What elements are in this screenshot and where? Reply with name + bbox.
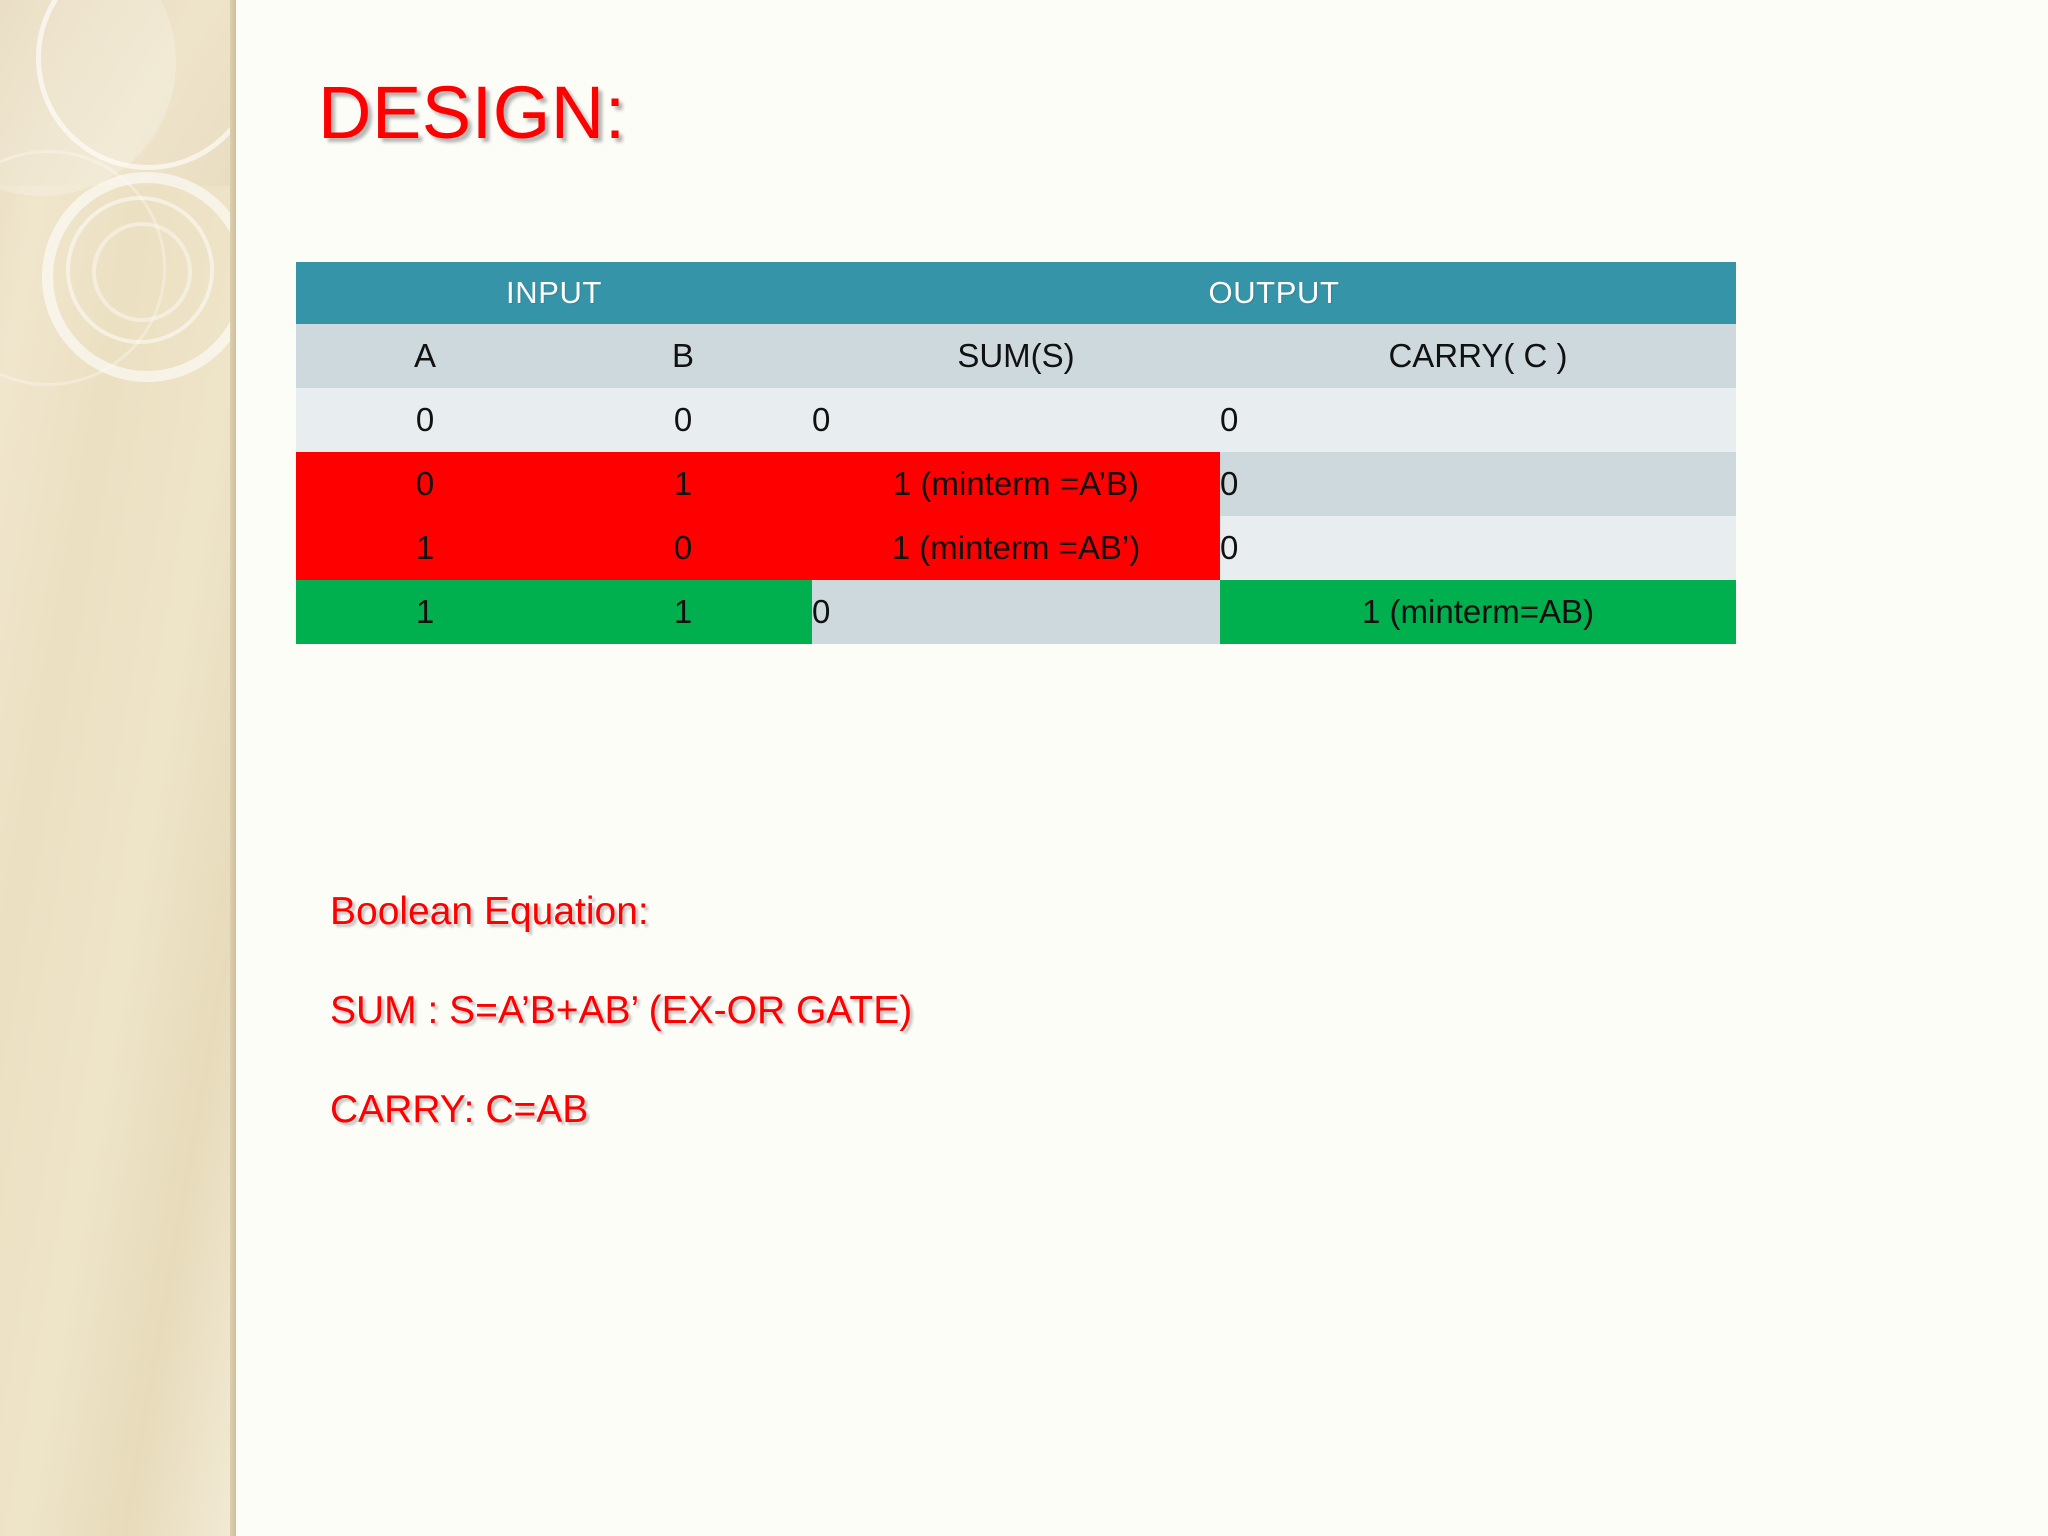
cell-a: 1 xyxy=(296,580,554,644)
cell-carry: 0 xyxy=(1220,516,1737,580)
group-header-input: INPUT xyxy=(296,262,812,324)
cell-sum: 1 (minterm =AB’) xyxy=(812,516,1220,580)
table-column-header-row: A B SUM(S) CARRY( C ) xyxy=(296,324,1737,388)
boolean-equation-sum: SUM : S=A’B+AB’ (EX-OR GATE) xyxy=(330,989,913,1032)
boolean-equations-block: Boolean Equation: SUM : S=A’B+AB’ (EX-OR… xyxy=(330,892,1530,1129)
decorative-sidebar xyxy=(0,0,236,1536)
cell-b: 0 xyxy=(554,388,812,452)
cell-a: 0 xyxy=(296,452,554,516)
table-row: 0 1 1 (minterm =A’B) 0 xyxy=(296,452,1737,516)
sidebar-edge-divider xyxy=(230,0,236,1536)
boolean-equation-carry: CARRY: C=AB xyxy=(330,1088,589,1131)
table-row: 1 1 0 1 (minterm=AB) xyxy=(296,580,1737,644)
column-header-a: A xyxy=(296,324,554,388)
page-title: DESIGN: xyxy=(318,71,626,154)
group-header-output: OUTPUT xyxy=(812,262,1737,324)
column-header-sum: SUM(S) xyxy=(812,324,1220,388)
column-header-carry: CARRY( C ) xyxy=(1220,324,1737,388)
truth-table: INPUT OUTPUT A B SUM(S) CARRY( C ) 0 0 0… xyxy=(296,262,1737,644)
boolean-equation-heading: Boolean Equation: xyxy=(330,890,649,933)
cell-b: 1 xyxy=(554,452,812,516)
cell-carry: 1 (minterm=AB) xyxy=(1220,580,1737,644)
cell-a: 0 xyxy=(296,388,554,452)
table-row: 0 0 0 0 xyxy=(296,388,1737,452)
cell-carry: 0 xyxy=(1220,388,1737,452)
cell-carry: 0 xyxy=(1220,452,1737,516)
cell-b: 0 xyxy=(554,516,812,580)
cell-sum: 0 xyxy=(812,580,1220,644)
cell-sum: 1 (minterm =A’B) xyxy=(812,452,1220,516)
cell-sum: 0 xyxy=(812,388,1220,452)
sidebar-ring-outer-icon xyxy=(36,0,236,170)
cell-a: 1 xyxy=(296,516,554,580)
table-row: 1 0 1 (minterm =AB’) 0 xyxy=(296,516,1737,580)
column-header-b: B xyxy=(554,324,812,388)
table-group-header-row: INPUT OUTPUT xyxy=(296,262,1737,324)
cell-b: 1 xyxy=(554,580,812,644)
